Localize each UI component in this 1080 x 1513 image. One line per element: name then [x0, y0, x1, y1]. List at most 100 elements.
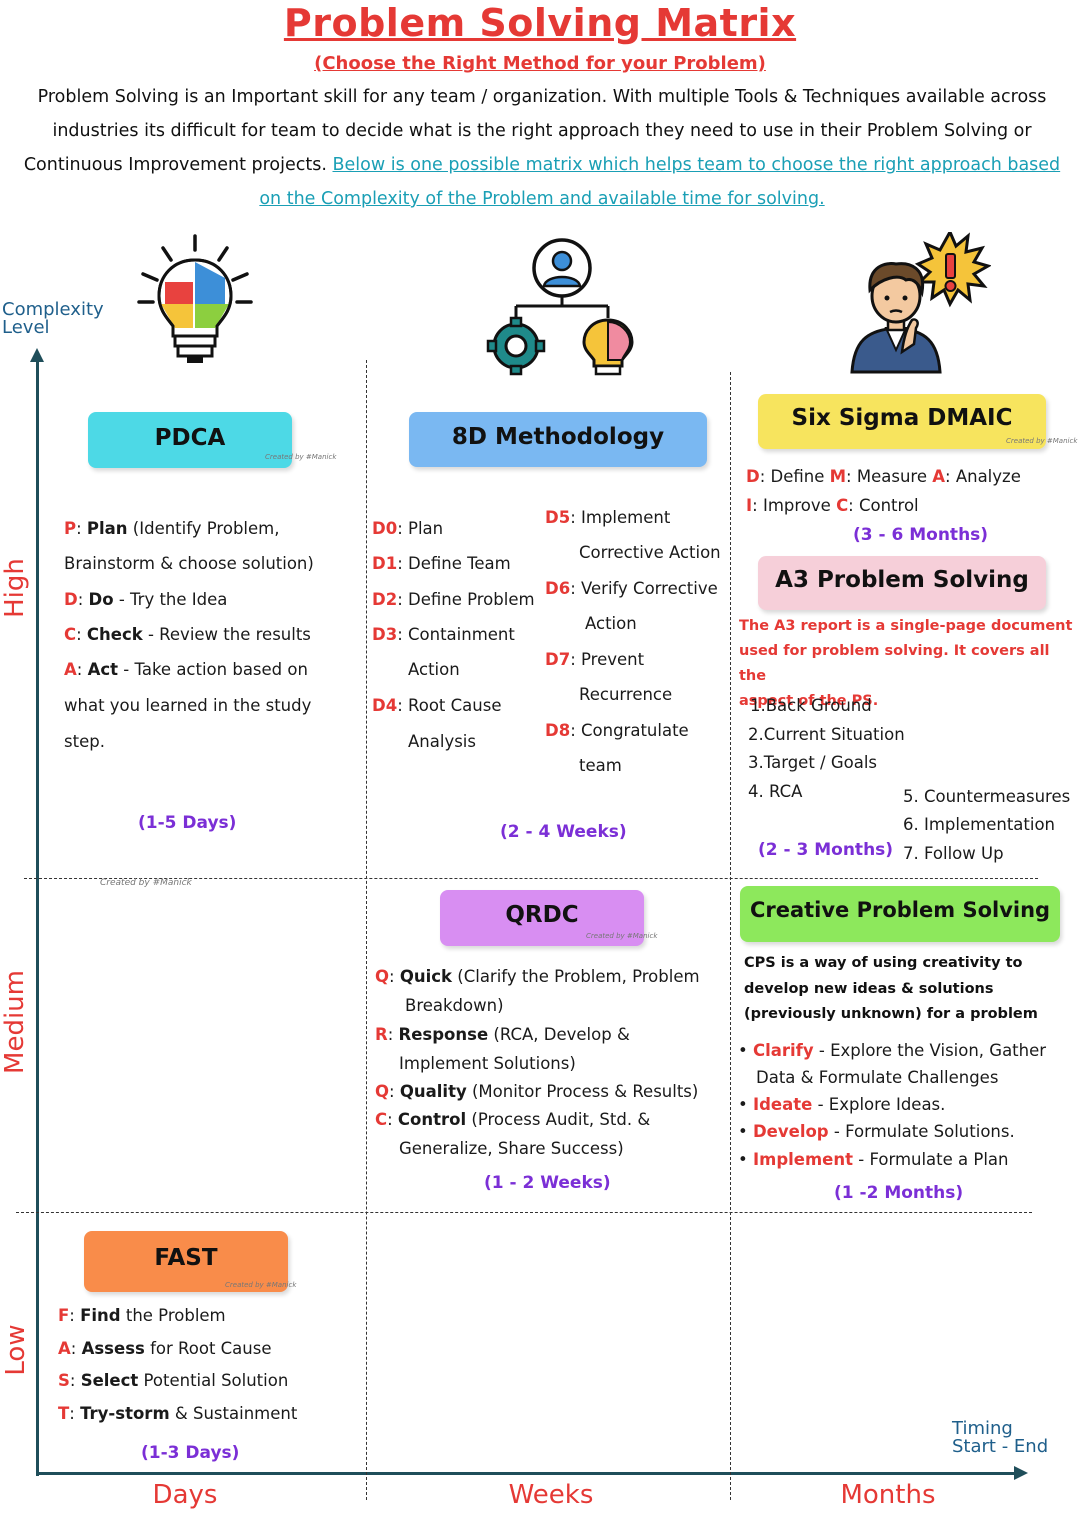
cps-item-develop: • Develop - Formulate Solutions. — [738, 1122, 1015, 1141]
qrdc-q-key: Q — [375, 967, 390, 986]
dmaic-line-1: D: Define M: Measure A: Analyze — [746, 467, 1021, 486]
fast-title: FAST — [154, 1245, 218, 1271]
a3-step-7: 7. Follow Up — [903, 844, 1004, 863]
pdca-a-bold: Act — [87, 660, 119, 679]
fast-f-text: the Problem — [125, 1306, 226, 1325]
eightd-d0-text: Plan — [408, 519, 444, 538]
eightd-d3-key: D3 — [372, 625, 398, 644]
pdca-check: C: Check - Review the results — [64, 625, 311, 644]
intro-link-2[interactable]: on the Complexity of the Problem and ava… — [259, 189, 825, 209]
eightd-d4-key: D4 — [372, 696, 398, 715]
level-label-low: Low — [1, 1324, 31, 1376]
fast-assess: A: Assess for Root Cause — [58, 1339, 272, 1358]
pdca-act-cont: what you learned in the study — [64, 696, 312, 715]
eightd-d6: D6: Verify Corrective — [545, 579, 718, 598]
page-subtitle: (Choose the Right Method for your Proble… — [314, 53, 766, 74]
qrdc-control-cont: Generalize, Share Success) — [399, 1139, 624, 1158]
y-axis-label-line-1: Complexity — [2, 299, 104, 320]
eightd-d8-key: D8 — [545, 721, 571, 740]
eightd-d4-cont: Analysis — [408, 732, 476, 751]
eightd-d7-key: D7 — [545, 650, 571, 669]
eightd-d6-key: D6 — [545, 579, 571, 598]
qrdc-control: C: Control (Process Audit, Std. & — [375, 1110, 651, 1129]
qrdc-r-text: (RCA, Develop & — [493, 1025, 630, 1044]
cps-duration: (1 -2 Months) — [834, 1183, 964, 1203]
column-label-weeks: Weeks — [508, 1480, 594, 1510]
eightd-d6-text: Verify Corrective — [581, 579, 718, 598]
a3-title: A3 Problem Solving — [775, 567, 1029, 593]
pdca-plan-cont: Brainstorm & choose solution) — [64, 554, 314, 573]
x-axis-label: Timing Start - End — [952, 1420, 1048, 1456]
pdca-p-key: P — [64, 519, 77, 538]
eightd-d8-text: Congratulate — [581, 721, 689, 740]
intro-line-3: Continuous Improvement projects. Below i… — [4, 148, 1080, 182]
x-axis-label-line-2: Start - End — [952, 1436, 1049, 1457]
y-axis-label-line-2: Level — [2, 317, 50, 338]
a3-step-2: 2.Current Situation — [748, 725, 905, 744]
cps-item-ideate: • Ideate - Explore Ideas. — [738, 1095, 946, 1114]
y-axis-arrow — [30, 348, 44, 362]
eightd-d3-cont: Action — [408, 660, 460, 679]
fast-duration: (1-3 Days) — [141, 1443, 240, 1463]
qrdc-c-bold: Control — [397, 1110, 467, 1129]
fast-s-bold: Select — [80, 1371, 139, 1390]
qrdc-quick: Q: Quick (Clarify the Problem, Problem — [375, 967, 700, 986]
dmaic-m-text: Measure — [856, 467, 927, 486]
a3-step-1: 1.Back Ground — [750, 696, 872, 715]
dmaic-c-text: Control — [858, 496, 919, 515]
fast-trystorm: T: Try-storm & Sustainment — [58, 1404, 298, 1423]
cps-item-clarify-cont: Data & Formulate Challenges — [756, 1068, 999, 1087]
dmaic-title-box: Six Sigma DMAIC — [758, 394, 1046, 449]
cps-item-clarify: • Clarify - Explore the Vision, Gather — [738, 1041, 1047, 1060]
dmaic-a-key: A — [932, 467, 946, 486]
eightd-d2-text: Define Problem — [408, 590, 535, 609]
fast-a-text: for Root Cause — [150, 1339, 272, 1358]
a3-description: The A3 report is a single-page document … — [739, 614, 1079, 714]
eightd-duration: (2 - 4 Weeks) — [500, 822, 627, 842]
a3-desc-line-3: aspect of the PS. — [739, 693, 879, 709]
pdca-title: PDCA — [154, 425, 226, 451]
qrdc-q2-key: Q — [375, 1082, 390, 1101]
fast-find: F: Find the Problem — [58, 1306, 226, 1325]
cps-desc-line-1: CPS is a way of using creativity to — [744, 955, 1023, 971]
column-label-days: Days — [152, 1480, 218, 1510]
intro-link-1[interactable]: Below is one possible matrix which helps… — [332, 155, 1061, 175]
cps-desc-line-3: (previously unknown) for a problem — [744, 1006, 1038, 1022]
cps-title-box: Creative Problem Solving — [740, 886, 1060, 942]
pdca-title-box: PDCA — [88, 412, 292, 468]
qrdc-r-key: R — [375, 1025, 388, 1044]
pdca-act: A: Act - Take action based on — [64, 660, 308, 679]
pdca-d-bold: Do — [88, 590, 114, 609]
level-label-medium: Medium — [0, 970, 30, 1074]
cps-develop-text: - Formulate Solutions. — [833, 1122, 1015, 1141]
qrdc-r-bold: Response — [398, 1025, 489, 1044]
pdca-p-bold: Plan — [86, 519, 128, 538]
eightd-d8-cont: team — [579, 756, 622, 775]
dmaic-title: Six Sigma DMAIC — [791, 405, 1013, 431]
fast-title-box: FAST — [84, 1231, 288, 1292]
fast-t-key: T — [58, 1404, 70, 1423]
x-axis-label-line-1: Timing — [952, 1418, 1013, 1439]
a3-title-box: A3 Problem Solving — [758, 556, 1046, 610]
eightd-d1: D1: Define Team — [372, 554, 511, 573]
eightd-title: 8D Methodology — [451, 424, 665, 450]
level-label-high: High — [0, 558, 30, 618]
qrdc-title: QRDC — [505, 902, 579, 928]
qrdc-title-box: QRDC — [440, 890, 644, 946]
dmaic-d-key: D — [746, 467, 760, 486]
eightd-d4-text: Root Cause — [408, 696, 502, 715]
dmaic-a-text: Analyze — [955, 467, 1021, 486]
pdca-a-key: A — [64, 660, 77, 679]
eightd-d5-key: D5 — [545, 508, 571, 527]
eightd-d0: D0: Plan — [372, 519, 444, 538]
cps-description: CPS is a way of using creativity to deve… — [744, 951, 1074, 1028]
cps-ideate-key: Ideate — [752, 1095, 813, 1114]
dmaic-watermark: Created by #Manick — [1006, 437, 1078, 445]
a3-duration: (2 - 3 Months) — [758, 840, 894, 860]
pdca-a-text: - Take action based on — [123, 660, 308, 679]
x-axis — [36, 1472, 1016, 1475]
cps-ideate-text: - Explore Ideas. — [817, 1095, 946, 1114]
pdca-watermark: Created by #Manick — [265, 453, 337, 461]
cps-develop-key: Develop — [752, 1122, 829, 1141]
eightd-d5-cont: Corrective Action — [579, 543, 721, 562]
